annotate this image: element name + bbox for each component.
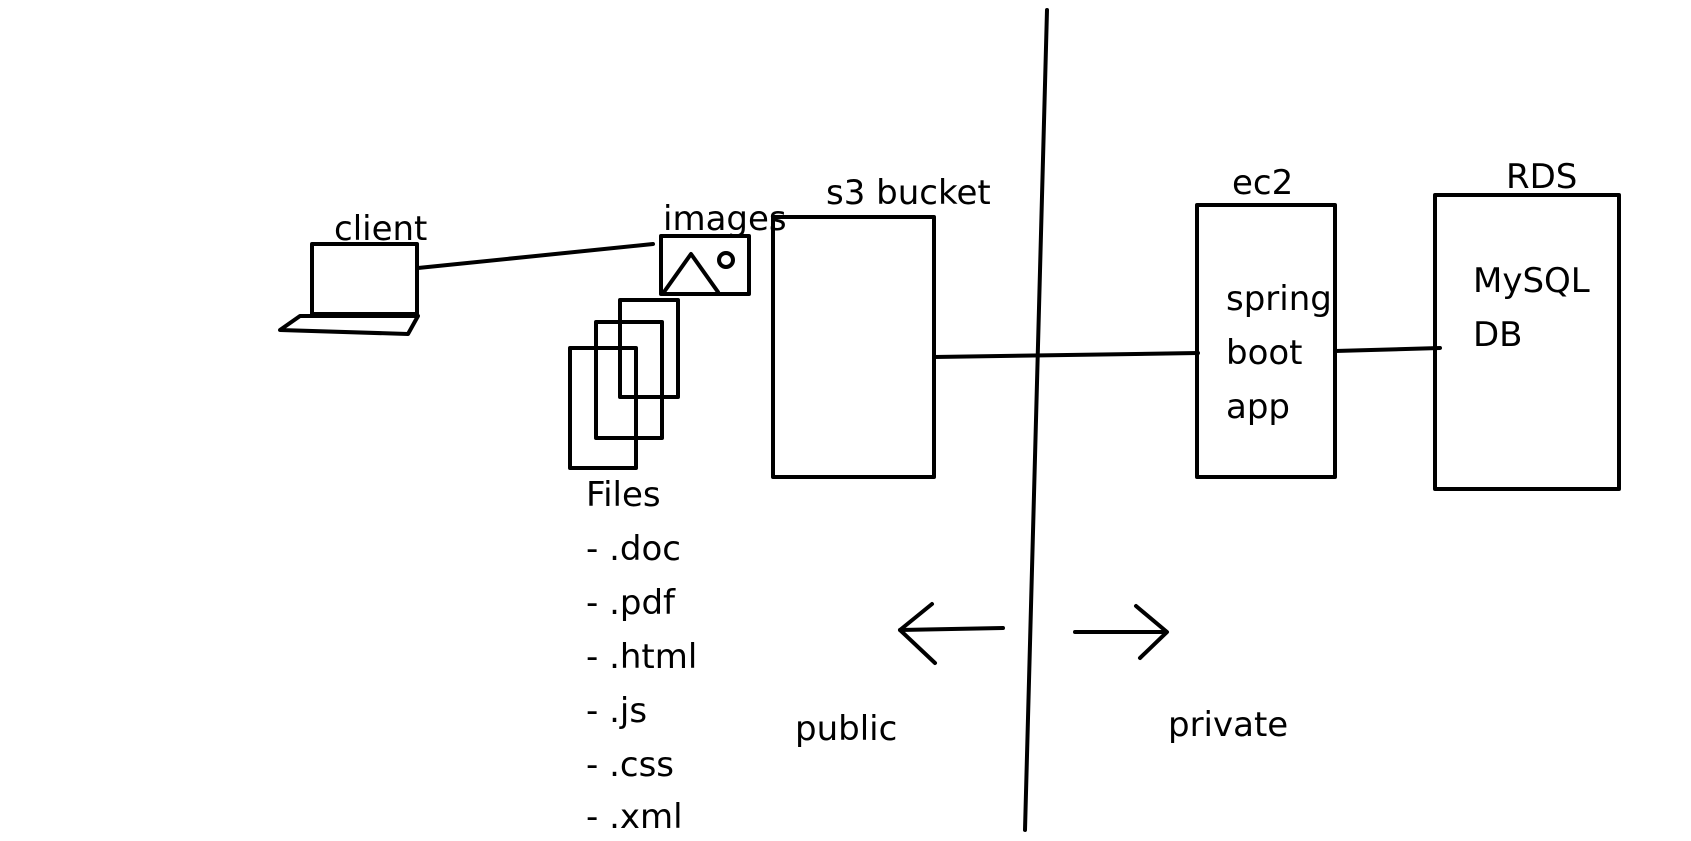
client-images-link [416, 242, 655, 270]
ec2-box [1195, 203, 1337, 479]
s3-bucket-box [771, 215, 936, 479]
spring-boot-app-line-2: boot [1226, 333, 1303, 373]
rds-label: RDS [1506, 157, 1578, 197]
file-type-css: - .css [586, 745, 675, 785]
file-type-xml: - .xml [586, 797, 683, 837]
file-type-pdf: - .pdf [586, 583, 676, 623]
rds-box [1433, 193, 1621, 491]
ec2-label: ec2 [1232, 163, 1294, 203]
files-title: Files [586, 475, 661, 515]
right-arrow-icon [1073, 604, 1169, 660]
laptop-icon [278, 242, 420, 336]
spring-boot-app-line-1: spring [1226, 279, 1332, 319]
file-type-doc: - .doc [586, 529, 681, 569]
image-icon [659, 234, 751, 296]
document-stack-icon [568, 298, 680, 470]
ec2-rds-link [1333, 346, 1442, 353]
mysql-db-line-1: MySQL [1473, 261, 1590, 301]
images-label: images [663, 199, 787, 239]
client-label: client [334, 209, 428, 249]
file-type-html: - .html [586, 637, 698, 677]
s3-bucket-label: s3 bucket [826, 173, 991, 213]
public-private-divider [1023, 8, 1049, 832]
mysql-db-line-2: DB [1473, 315, 1523, 355]
public-label: public [795, 709, 898, 749]
private-label: private [1168, 705, 1289, 745]
file-type-js: - .js [586, 691, 648, 731]
left-arrow-icon [898, 602, 1005, 665]
s3-ec2-link [932, 351, 1200, 359]
spring-boot-app-line-3: app [1226, 387, 1290, 427]
